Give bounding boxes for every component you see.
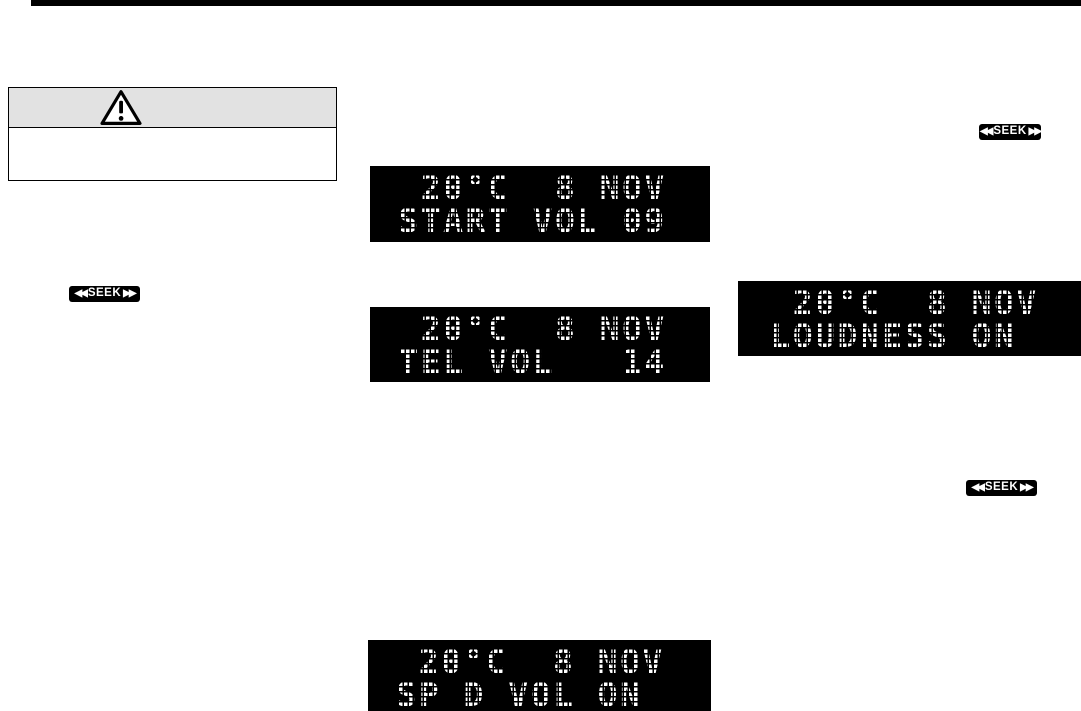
seek-button-illustration-right: ◀◀ SEEK ▶▶ <box>966 480 1037 496</box>
radio-display-telephone-volume: 20°C 8 NOV TEL VOL 14 <box>370 307 710 382</box>
warning-triangle-icon <box>99 89 143 127</box>
radio-display-start-volume: 20°C 8 NOV START VOL 09 <box>370 166 710 242</box>
seek-right-arrows-icon: ▶▶ <box>123 288 136 299</box>
seek-label: SEEK <box>87 287 122 300</box>
display-line-temp-date: 20°C 8 NOV <box>376 309 667 348</box>
seek-right-arrows-icon: ▶▶ <box>1028 126 1042 137</box>
warning-box-body <box>9 128 336 180</box>
radio-display-loudness: 20°C 8 NOV LOUDNESS ON <box>738 281 1081 356</box>
seek-button-illustration-top: ◀◀ SEEK ▶▶ <box>979 124 1042 140</box>
seek-left-arrows-icon: ◀◀ <box>979 126 993 137</box>
seek-left-arrows-icon: ◀◀ <box>971 482 984 493</box>
display-line-setting: LOUDNESS ON <box>748 316 1017 355</box>
display-line-temp-date: 20°C 8 NOV <box>748 283 1039 322</box>
warning-box-header <box>9 88 336 128</box>
display-line-temp-date: 20°C 8 NOV <box>374 642 665 681</box>
display-line-setting: TEL VOL 14 <box>376 342 667 381</box>
radio-display-speed-volume: 20°C 8 NOV SP D VOL ON <box>368 640 711 711</box>
seek-label: SEEK <box>984 481 1019 494</box>
seek-button-illustration-left: ◀◀ SEEK ▶▶ <box>69 286 140 302</box>
display-line-setting: START VOL 09 <box>376 201 667 240</box>
page-top-rule <box>31 0 1081 6</box>
warning-box <box>8 87 337 181</box>
seek-left-arrows-icon: ◀◀ <box>74 288 87 299</box>
display-line-setting: SP D VOL ON <box>374 675 643 711</box>
seek-label: SEEK <box>993 125 1027 138</box>
seek-right-arrows-icon: ▶▶ <box>1020 482 1033 493</box>
display-line-temp-date: 20°C 8 NOV <box>376 168 667 207</box>
